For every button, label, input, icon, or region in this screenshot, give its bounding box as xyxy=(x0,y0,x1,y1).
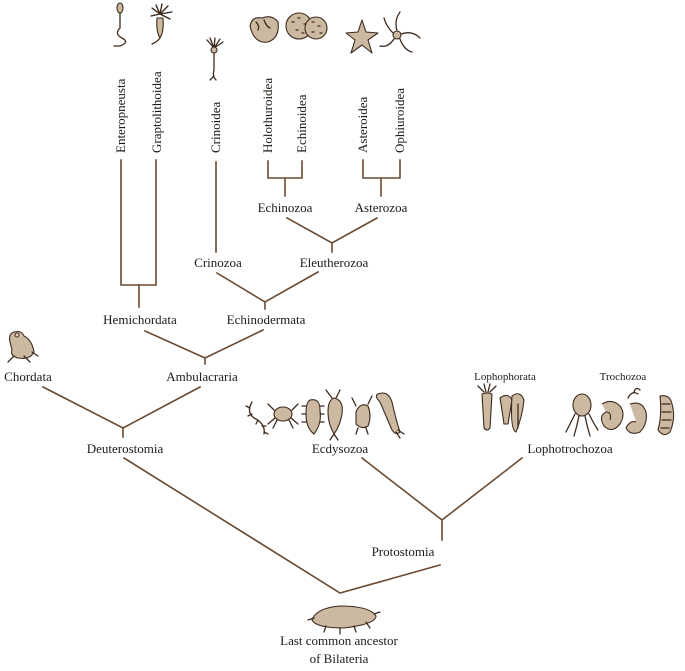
branch-echinodermata xyxy=(215,270,320,310)
branch-ambulacraria xyxy=(143,328,265,365)
graptolite-icon xyxy=(150,3,173,45)
clade-protostomia: Protostomia xyxy=(372,544,435,559)
taxon-ophiuroidea: Ophiuroidea xyxy=(392,88,407,153)
taxon-holothuroidea: Holothuroidea xyxy=(260,78,275,153)
clade-trochozoa: Trochozoa xyxy=(600,371,647,383)
snail-icon xyxy=(625,387,647,434)
taxon-labels: Enteropneusta Graptolithoidea Crinoidea … xyxy=(113,71,407,153)
centipede-icon xyxy=(245,401,269,435)
clade-eleutherozoa: Eleutherozoa xyxy=(300,255,369,270)
branch-asterozoa xyxy=(362,159,401,197)
taxon-graptolithoidea: Graptolithoidea xyxy=(149,71,164,153)
clade-lophotrochozoa: Lophotrochozoa xyxy=(527,441,612,456)
taxon-asteroidea: Asteroidea xyxy=(355,96,370,153)
starfish-icon xyxy=(345,19,379,54)
root-label-line2: of Bilateria xyxy=(310,651,369,666)
sea-cucumber-icon xyxy=(249,16,279,43)
tree-branches xyxy=(41,159,524,594)
branch-bilateria xyxy=(122,456,441,594)
branch-echinozoa xyxy=(267,160,303,197)
squid-like-icon xyxy=(351,395,373,435)
clade-ecdysozoa: Ecdysozoa xyxy=(312,441,369,456)
clade-echinozoa: Echinozoa xyxy=(258,200,313,215)
ancestor-worm-icon xyxy=(307,605,381,635)
taxon-echinoidea: Echinoidea xyxy=(294,94,309,153)
clade-asterozoa: Asterozoa xyxy=(355,200,408,215)
taxon-enteropneusta: Enteropneusta xyxy=(113,78,128,153)
clade-chordata: Chordata xyxy=(4,369,52,384)
branch-eleutherozoa xyxy=(285,216,379,253)
root-label-line1: Last common ancestor xyxy=(280,633,398,648)
sea-lily-icon xyxy=(206,37,224,81)
shrimp-icon xyxy=(325,389,343,441)
nematode-icon xyxy=(375,392,405,439)
crab-icon xyxy=(267,403,299,429)
annelid-segmented-icon xyxy=(657,395,675,436)
annelid-icon xyxy=(600,400,624,431)
clade-labels: Echinozoa Asterozoa Crinozoa Eleutherozo… xyxy=(4,200,646,666)
brachiopod-icon xyxy=(477,383,497,431)
branch-protostomia xyxy=(360,456,524,541)
octopus-icon xyxy=(565,393,599,437)
brittle-star-icon xyxy=(379,11,421,53)
frog-icon xyxy=(7,330,39,363)
bryozoan-icon xyxy=(499,393,525,433)
branch-enteropneusta xyxy=(120,159,157,286)
clade-deuterostomia: Deuterostomia xyxy=(87,441,164,456)
clade-crinozoa: Crinozoa xyxy=(194,255,242,270)
acorn-worm-icon xyxy=(113,2,127,47)
branch-deuterostomia xyxy=(41,385,202,438)
clade-lophophorata: Lophophorata xyxy=(474,371,536,383)
taxon-crinoidea: Crinoidea xyxy=(208,102,223,153)
clade-hemichordata: Hemichordata xyxy=(103,312,177,327)
clade-echinodermata: Echinodermata xyxy=(227,312,306,327)
clade-ambulacraria: Ambulacraria xyxy=(166,369,238,384)
sea-urchin-icon xyxy=(285,12,328,40)
tardigrade-icon xyxy=(301,399,325,435)
